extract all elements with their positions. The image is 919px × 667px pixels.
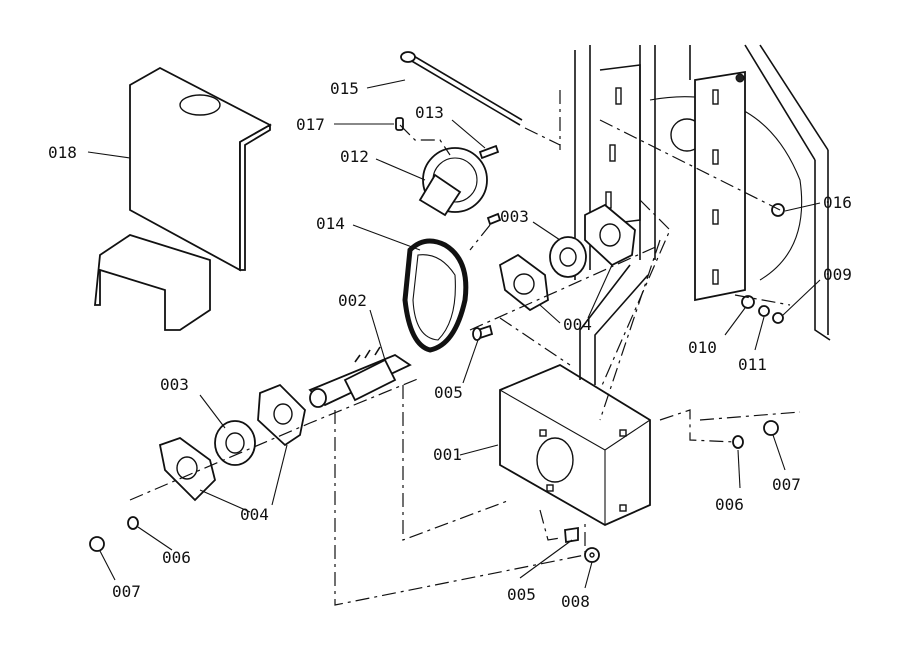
bearing-003-upper	[549, 236, 587, 278]
label-017: 017	[296, 115, 325, 134]
label-010: 010	[688, 338, 717, 357]
label-013: 013	[415, 103, 444, 122]
label-005-lower: 005	[507, 585, 536, 604]
chain-014	[402, 238, 469, 353]
label-004-upper: 004	[563, 315, 592, 334]
label-015: 015	[330, 79, 359, 98]
label-007-right: 007	[772, 475, 801, 494]
label-014: 014	[316, 214, 345, 233]
label-006-right: 006	[715, 495, 744, 514]
pin-017	[395, 117, 404, 131]
key-013	[478, 144, 500, 160]
label-008: 008	[561, 592, 590, 611]
label-009: 009	[823, 265, 852, 284]
label-001: 001	[433, 445, 462, 464]
label-007-lower: 007	[112, 582, 141, 601]
shaft-002	[308, 346, 412, 408]
label-005-upper: 005	[434, 383, 463, 402]
label-018: 018	[48, 143, 77, 162]
label-003-upper: 003	[500, 207, 529, 226]
flange-004-upper	[498, 203, 636, 312]
label-012: 012	[340, 147, 369, 166]
label-002: 002	[338, 291, 367, 310]
label-016: 016	[823, 193, 852, 212]
bolt-015	[400, 51, 523, 126]
cover-018	[94, 66, 272, 331]
label-011: 011	[738, 355, 767, 374]
centerlines	[129, 90, 801, 606]
sprocket-012	[418, 147, 488, 217]
bearing-003-lower	[214, 420, 256, 466]
label-003-lower: 003	[160, 375, 189, 394]
label-006-lower: 006	[162, 548, 191, 567]
housing-001	[499, 264, 651, 527]
part-labels: 018 015 017 013 012 014 003 002 004 003 …	[48, 79, 852, 611]
label-004-lower: 004	[240, 505, 269, 524]
frame-assembly	[574, 44, 831, 341]
leader-lines	[87, 79, 821, 589]
